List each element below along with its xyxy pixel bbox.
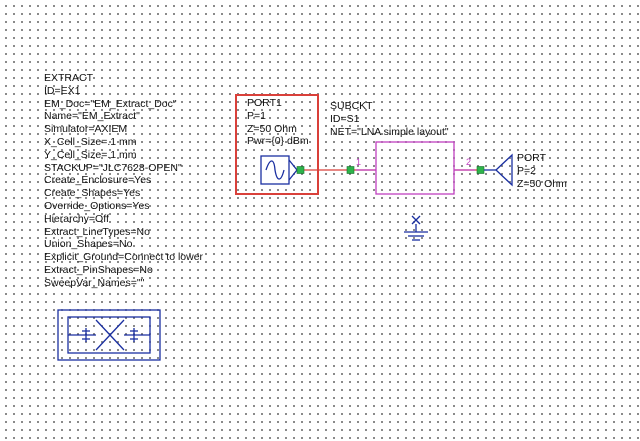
- ac-source-icon[interactable]: [260, 155, 298, 185]
- port1-line: Pwr={0} dBm: [247, 135, 309, 148]
- subckt-params[interactable]: SUBCKT ID=S1 NET="LNA simple layout": [330, 100, 449, 138]
- port1-line: PORT1: [247, 97, 282, 109]
- extract-line: EXTRACT: [44, 72, 94, 84]
- extract-line: EM_Doc="EM_Extract_Doc": [44, 97, 177, 110]
- extract-line: Simulator=AXIEM: [44, 123, 128, 136]
- port1-params[interactable]: PORT1 P=1 Z=50 Ohm Pwr={0} dBm: [247, 97, 309, 148]
- extract-line: X_Cell_Size=.1 mm: [44, 135, 137, 148]
- extract-line: ID=EX1: [44, 84, 81, 97]
- subckt-pin1-label: 1: [356, 157, 361, 167]
- subckt-line: SUBCKT: [330, 100, 373, 112]
- extract-line: Explicit_Ground=Connect to lower: [44, 251, 204, 264]
- extract-line: Extract_LineTypes=No: [44, 225, 150, 238]
- port2-line: Z=50 Ohm: [517, 177, 567, 190]
- port1-line: Z=50 Ohm: [247, 122, 297, 135]
- subckt-line: NET="LNA simple layout": [330, 125, 449, 138]
- em-extract-symbol-icon[interactable]: [57, 309, 161, 361]
- selection-highlight: [235, 94, 319, 195]
- port2-line: P=2: [517, 164, 536, 177]
- port-terminal-icon[interactable]: [484, 153, 513, 187]
- subckt-pin2-node[interactable]: [476, 166, 485, 174]
- port1-line: P=1: [247, 109, 266, 122]
- extract-block[interactable]: EXTRACT ID=EX1 EM_Doc="EM_Extract_Doc" N…: [44, 72, 203, 290]
- port2-line: PORT: [517, 152, 546, 164]
- extract-line: STACKUP="JLC7628-OPEN": [44, 161, 182, 174]
- subckt-pin1-node[interactable]: [346, 166, 355, 174]
- ground-icon[interactable]: [404, 215, 428, 241]
- extract-line: Create_Shapes=Yes: [44, 187, 141, 200]
- subckt-pin2-label: 2: [466, 157, 471, 167]
- extract-line: Extract_PinShapes=No: [44, 263, 153, 276]
- extract-line: SweepVar_Names="": [44, 276, 145, 289]
- extract-line: Override_Options=Yes: [44, 199, 150, 212]
- port1-node[interactable]: [296, 166, 305, 174]
- port2-params[interactable]: PORT P=2 Z=50 Ohm: [517, 152, 567, 190]
- extract-line: Union_Shapes=No: [44, 238, 133, 251]
- subckt-line: ID=S1: [330, 112, 360, 125]
- extract-line: Y_Cell_Size=.1 mm: [44, 148, 137, 161]
- extract-line: Create_Enclosure=Yes: [44, 174, 152, 187]
- extract-line: Hierarchy=Off: [44, 212, 109, 225]
- subckt-box[interactable]: [375, 141, 455, 195]
- extract-line: Name="EM_Extract": [44, 110, 140, 123]
